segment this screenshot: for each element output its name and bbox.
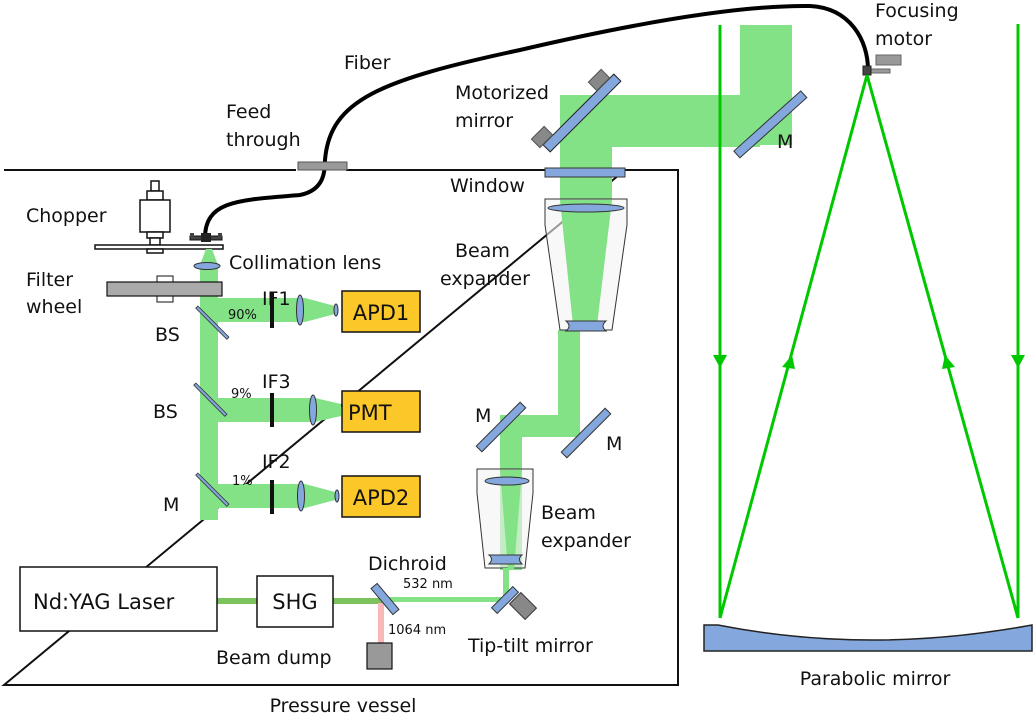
apd2-small-lens: [334, 489, 340, 503]
mirror-left-label: M: [475, 405, 491, 427]
if3-label: IF3: [262, 371, 291, 393]
interference-filter-2: [270, 480, 274, 514]
split-1-label: 1%: [232, 474, 253, 489]
mirror-outer-label: M: [777, 131, 793, 153]
laser-beam-1: [217, 598, 257, 604]
fiber-label: Fiber: [344, 52, 391, 74]
fiber-connector: [189, 233, 223, 242]
wl-532-label: 532 nm: [403, 577, 453, 592]
laser-beam-2: [333, 598, 383, 604]
shg-box: SHG: [256, 575, 334, 628]
tip-tilt-mirror: [490, 585, 538, 621]
beam-expander-top-label-2: expander: [440, 268, 530, 290]
laser-box: Nd:YAG Laser: [19, 566, 218, 632]
apd1-label: APD1: [353, 301, 410, 325]
chopper-label: Chopper: [26, 205, 107, 227]
feed-through: [297, 161, 348, 171]
pressure-vessel-label: Pressure vessel: [270, 695, 417, 717]
beam-532nm: [383, 597, 508, 602]
shg-label: SHG: [272, 590, 317, 614]
tip-tilt-mirror-label: Tip-tilt mirror: [467, 635, 593, 657]
beam-splitter-2: [193, 382, 228, 417]
beam-expander-top: [544, 198, 628, 332]
beam-dump-label: Beam dump: [216, 647, 332, 669]
ray-arrow-down-right: [1011, 355, 1025, 368]
split-9-label: 9%: [231, 387, 252, 402]
mirror-left: [475, 401, 527, 453]
motorized-mirror: [530, 68, 622, 153]
mirror-detector-label: M: [163, 494, 179, 516]
laser-label: Nd:YAG Laser: [33, 590, 175, 614]
main-beam-path: [500, 25, 792, 570]
bs-2-label: BS: [153, 401, 178, 423]
window: [544, 167, 626, 178]
beam-expander-bottom: [476, 468, 534, 570]
beam-1064nm: [378, 603, 384, 643]
interference-filter-1: [270, 292, 274, 328]
beam-dump-block: [366, 642, 393, 670]
ray-arrow-up-left: [782, 355, 795, 369]
filter-wheel-label-1: Filter: [26, 269, 73, 291]
beam-splitter-1: [195, 305, 230, 340]
if2-label: IF2: [262, 451, 291, 473]
mirror-right: [560, 407, 612, 459]
filter-wheel-label-2: wheel: [26, 296, 82, 318]
apd1-detector: APD1: [341, 290, 421, 333]
dichroid-mirror: [370, 582, 400, 616]
window-label: Window: [450, 175, 525, 197]
parabolic-mirror: [703, 624, 1033, 652]
ray-arrow-down-left: [713, 355, 727, 368]
interference-filter-3: [270, 393, 274, 427]
feed-through-label-1: Feed: [226, 101, 271, 123]
focusing-motor: [862, 54, 902, 76]
apd1-small-lens: [333, 303, 339, 317]
dichroid-label: Dichroid: [368, 553, 447, 575]
motorized-mirror-label-1: Motorized: [455, 82, 549, 104]
pmt-detector: PMT: [341, 390, 421, 433]
pmt-lens: [309, 394, 317, 426]
filter-wheel: [106, 275, 223, 303]
fiber: [203, 3, 870, 239]
apd1-lens: [296, 294, 304, 326]
apd2-detector: APD2: [341, 475, 421, 518]
feed-through-label-2: through: [226, 129, 301, 151]
split-90-label: 90%: [228, 308, 257, 323]
mirror-outer: [733, 90, 808, 159]
motorized-mirror-label-2: mirror: [455, 110, 513, 132]
wl-1064-label: 1064 nm: [388, 623, 446, 638]
beam-532nm-up: [503, 568, 509, 601]
chopper: [94, 180, 224, 254]
collimation-lens-label: Collimation lens: [229, 252, 381, 274]
bs-1-label: BS: [155, 324, 180, 346]
mirror-right-label: M: [606, 433, 622, 455]
pmt-label: PMT: [348, 401, 392, 425]
focusing-motor-label-2: motor: [875, 28, 932, 50]
beam-expander-top-label-1: Beam: [455, 240, 510, 262]
parabolic-mirror-label: Parabolic mirror: [800, 668, 951, 690]
beam-expander-bottom-label-1: Beam: [541, 502, 596, 524]
mirror-detector: [195, 472, 230, 507]
telescope-rays: [713, 24, 1025, 619]
ray-arrow-up-right: [942, 355, 955, 369]
apd2-label: APD2: [353, 486, 410, 510]
focusing-motor-label-1: Focusing: [875, 0, 959, 22]
beam-expander-bottom-label-2: expander: [541, 530, 631, 552]
apd2-lens: [297, 480, 305, 512]
collimation-lens: [193, 262, 221, 270]
if1-label: IF1: [262, 288, 291, 310]
